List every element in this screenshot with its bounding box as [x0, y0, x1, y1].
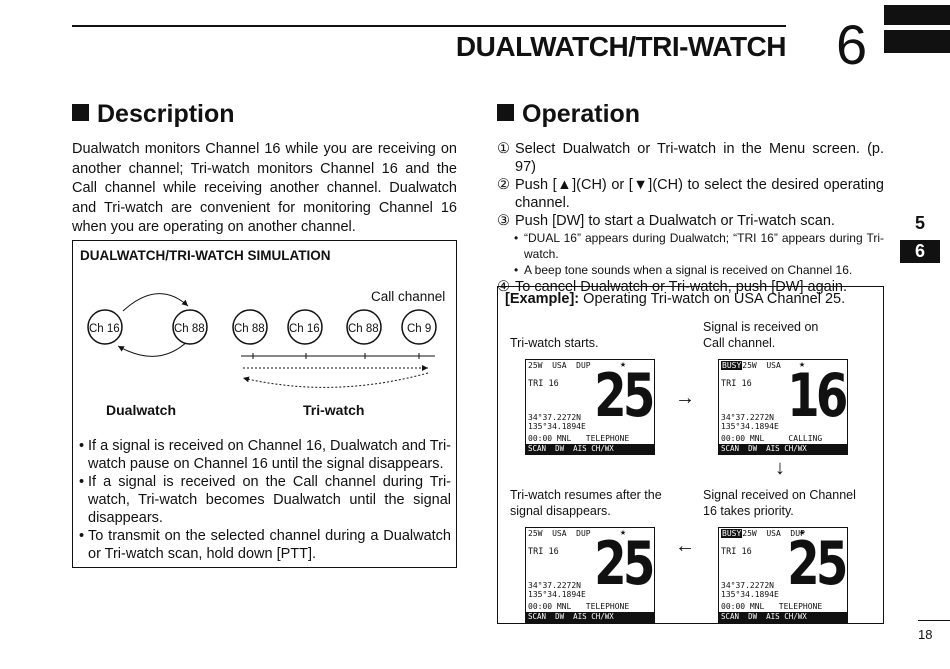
lcd-info: 00:00 MNL CALLING [721, 434, 823, 443]
lcd-status-row: 25W USA DUP [528, 361, 591, 370]
caption-4a: Signal received on Channel [703, 488, 856, 502]
arrow-right-icon: → [675, 387, 695, 409]
dual-ch-label-1: Ch 16 [89, 323, 120, 335]
header-bar-bottom [884, 30, 950, 53]
square-bullet-icon [72, 104, 89, 121]
description-heading: Description [72, 100, 235, 129]
lcd-channel: 25 [593, 529, 655, 599]
section-tab-5[interactable]: 5 [914, 213, 925, 233]
triwatch-label: Tri-watch [303, 402, 365, 418]
simulation-box: DUALWATCH/TRI-WATCH SIMULATION Call chan… [72, 240, 457, 568]
lcd-mode: TRI 16 [721, 547, 752, 557]
star-icon: ★ [620, 359, 627, 370]
caption-2a: Signal is received on [703, 320, 819, 334]
tri-circle-1 [232, 309, 268, 345]
star-icon: ★ [620, 527, 627, 538]
dual-arrow-top [122, 293, 189, 312]
sub-bullet: “DUAL 16” appears during Dualwatch; “TRI… [497, 230, 884, 262]
star-icon: ★ [799, 359, 806, 370]
caption-3a: Tri-watch resumes after the [510, 488, 662, 502]
header-bar-top [884, 5, 950, 25]
tri-circle-2 [287, 309, 323, 345]
bullet-item: To transmit on the selected channel duri… [79, 527, 451, 563]
section-tab-6[interactable]: 6 [900, 240, 940, 263]
lcd-status-row: BUSY25W USA DUP [721, 529, 805, 538]
lcd-softkeys: SCAN DW AIS CH/WX [526, 444, 654, 454]
simulation-title: DUALWATCH/TRI-WATCH SIMULATION [80, 248, 331, 263]
lcd-softkeys: SCAN DW AIS CH/WX [719, 612, 847, 622]
bullet-item: If a signal is received on the Call chan… [79, 473, 451, 527]
lcd-mode: TRI 16 [528, 379, 559, 389]
dual-circle-1 [87, 309, 123, 345]
star-icon: ★ [799, 527, 806, 538]
tri-circle-4 [401, 309, 437, 345]
square-bullet-icon [497, 104, 514, 121]
caption-3b: signal disappears. [510, 504, 611, 518]
arrow-down-icon: ↓ [775, 457, 785, 479]
lcd-status-row: 25W USA DUP [528, 529, 591, 538]
dual-arrow-bottom [117, 340, 189, 357]
header-rule [72, 25, 786, 27]
dualwatch-label: Dualwatch [106, 402, 177, 418]
tri-ch-label-2: Ch 16 [289, 323, 320, 335]
dual-ch-label-2: Ch 88 [174, 323, 205, 335]
example-box: [Example]: Operating Tri-watch on USA Ch… [497, 286, 884, 624]
lcd-channel: 25 [786, 529, 848, 599]
caption-2b: Call channel. [703, 336, 776, 350]
tri-ch-label-1: Ch 88 [234, 323, 265, 335]
lcd-channel: 25 [593, 361, 655, 431]
sub-bullet: A beep tone sounds when a signal is rece… [497, 262, 884, 278]
tri-circle-3 [346, 309, 382, 345]
bullet-item: If a signal is received on Channel 16, D… [79, 437, 451, 473]
page-rule [918, 620, 950, 621]
arrow-left-icon: ← [675, 535, 695, 557]
lcd-channel: 16 [786, 361, 848, 431]
simulation-diagram [87, 293, 437, 388]
dual-circle-2 [172, 309, 208, 345]
example-title: [Example]: Operating Tri-watch on USA Ch… [505, 291, 846, 307]
tri-ch-label-3: Ch 88 [348, 323, 379, 335]
caption-1: Tri-watch starts. [510, 336, 599, 350]
chapter-title: DUALWATCH/TRI-WATCH [455, 31, 787, 62]
lcd-info: 00:00 MNL TELEPHONE [528, 434, 630, 443]
tri-ch-label-4: Ch 9 [407, 323, 432, 335]
operation-heading: Operation [497, 100, 640, 129]
chapter-number: 6 [836, 13, 868, 76]
lcd-mode: TRI 16 [528, 547, 559, 557]
simulation-bullets: If a signal is received on Channel 16, D… [79, 437, 451, 563]
lcd-mode: TRI 16 [721, 379, 752, 389]
lcd-softkeys: SCAN DW AIS CH/WX [526, 612, 654, 622]
lcd-softkeys: SCAN DW AIS CH/WX [719, 444, 847, 454]
lcd-info: 00:00 MNL TELEPHONE [528, 602, 630, 611]
page-number: 18 [918, 627, 933, 642]
lcd-status-row: BUSY25W USA [721, 361, 781, 370]
description-text: Dualwatch monitors Channel 16 while you … [72, 141, 457, 235]
lcd-info: 00:00 MNL TELEPHONE [721, 602, 823, 611]
call-channel-label: Call channel [371, 289, 446, 304]
caption-4b: 16 takes priority. [703, 504, 794, 518]
